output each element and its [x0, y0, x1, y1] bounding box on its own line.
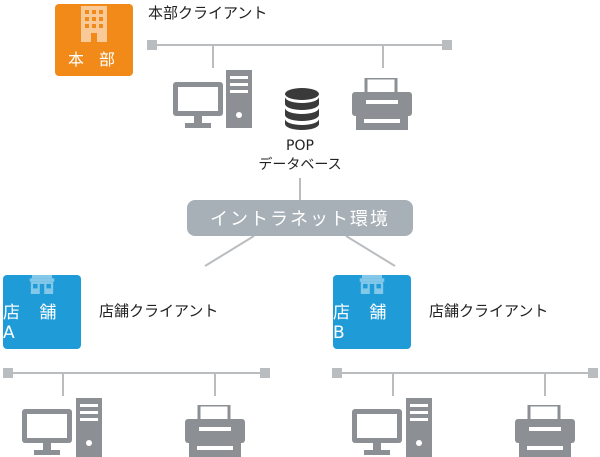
- pop-database-label: POP データベース: [240, 137, 360, 175]
- monitor-icon: [22, 409, 72, 455]
- hq-badge: 本 部: [55, 4, 133, 76]
- store-a-badge-label: 店 舗 A: [3, 303, 64, 343]
- store-b-badge-label: 店 舗 B: [333, 303, 394, 343]
- desktop-tower-icon: [226, 70, 252, 128]
- storefront-icon: [359, 275, 385, 294]
- printer-icon: [185, 405, 245, 457]
- hq-client-label: 本部クライアント: [148, 4, 268, 22]
- database-icon: [285, 88, 319, 130]
- printer-icon: [352, 78, 412, 130]
- database-label: データベース: [258, 157, 342, 173]
- store-a-client-label: 店舗クライアント: [99, 302, 219, 320]
- monitor-icon: [352, 409, 402, 455]
- storefront-icon: [29, 275, 55, 294]
- store-b-badge: 店 舗 B: [333, 275, 411, 349]
- desktop-tower-icon: [76, 398, 102, 457]
- hq-badge-label: 本 部: [67, 50, 121, 69]
- desktop-tower-icon: [406, 398, 432, 457]
- store-b-client-label: 店舗クライアント: [429, 302, 549, 320]
- printer-icon: [515, 405, 575, 457]
- building-icon: [81, 6, 107, 42]
- pop-label: POP: [286, 138, 314, 154]
- store-a-badge: 店 舗 A: [3, 275, 81, 349]
- intranet-environment: イントラネット環境: [187, 200, 413, 236]
- monitor-icon: [173, 82, 223, 128]
